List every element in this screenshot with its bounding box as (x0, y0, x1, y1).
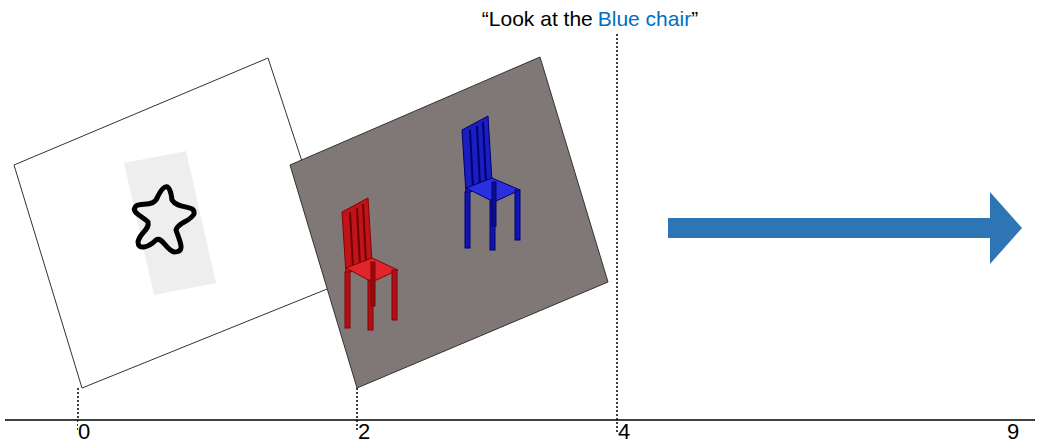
time-axis (5, 419, 1035, 421)
time-tick-label: 2 (358, 421, 370, 443)
time-tick-label: 4 (618, 421, 630, 443)
tick-line (616, 18, 618, 432)
instruction-line: “Look at theBlue chair” (480, 6, 700, 32)
time-tick-label: 9 (1007, 421, 1019, 443)
instruction-text: ” (691, 7, 698, 30)
target-phrase: Blue chair (598, 7, 691, 30)
instruction-text: “Look at the (482, 7, 593, 30)
display-screen (290, 57, 608, 388)
star-patch (124, 151, 216, 295)
star-shape (134, 187, 194, 252)
time-tick-label: 0 (78, 421, 90, 443)
time-arrow (668, 192, 1022, 264)
red-chair (342, 198, 398, 330)
fixation-screen (14, 58, 342, 388)
blue-chair (462, 116, 520, 250)
